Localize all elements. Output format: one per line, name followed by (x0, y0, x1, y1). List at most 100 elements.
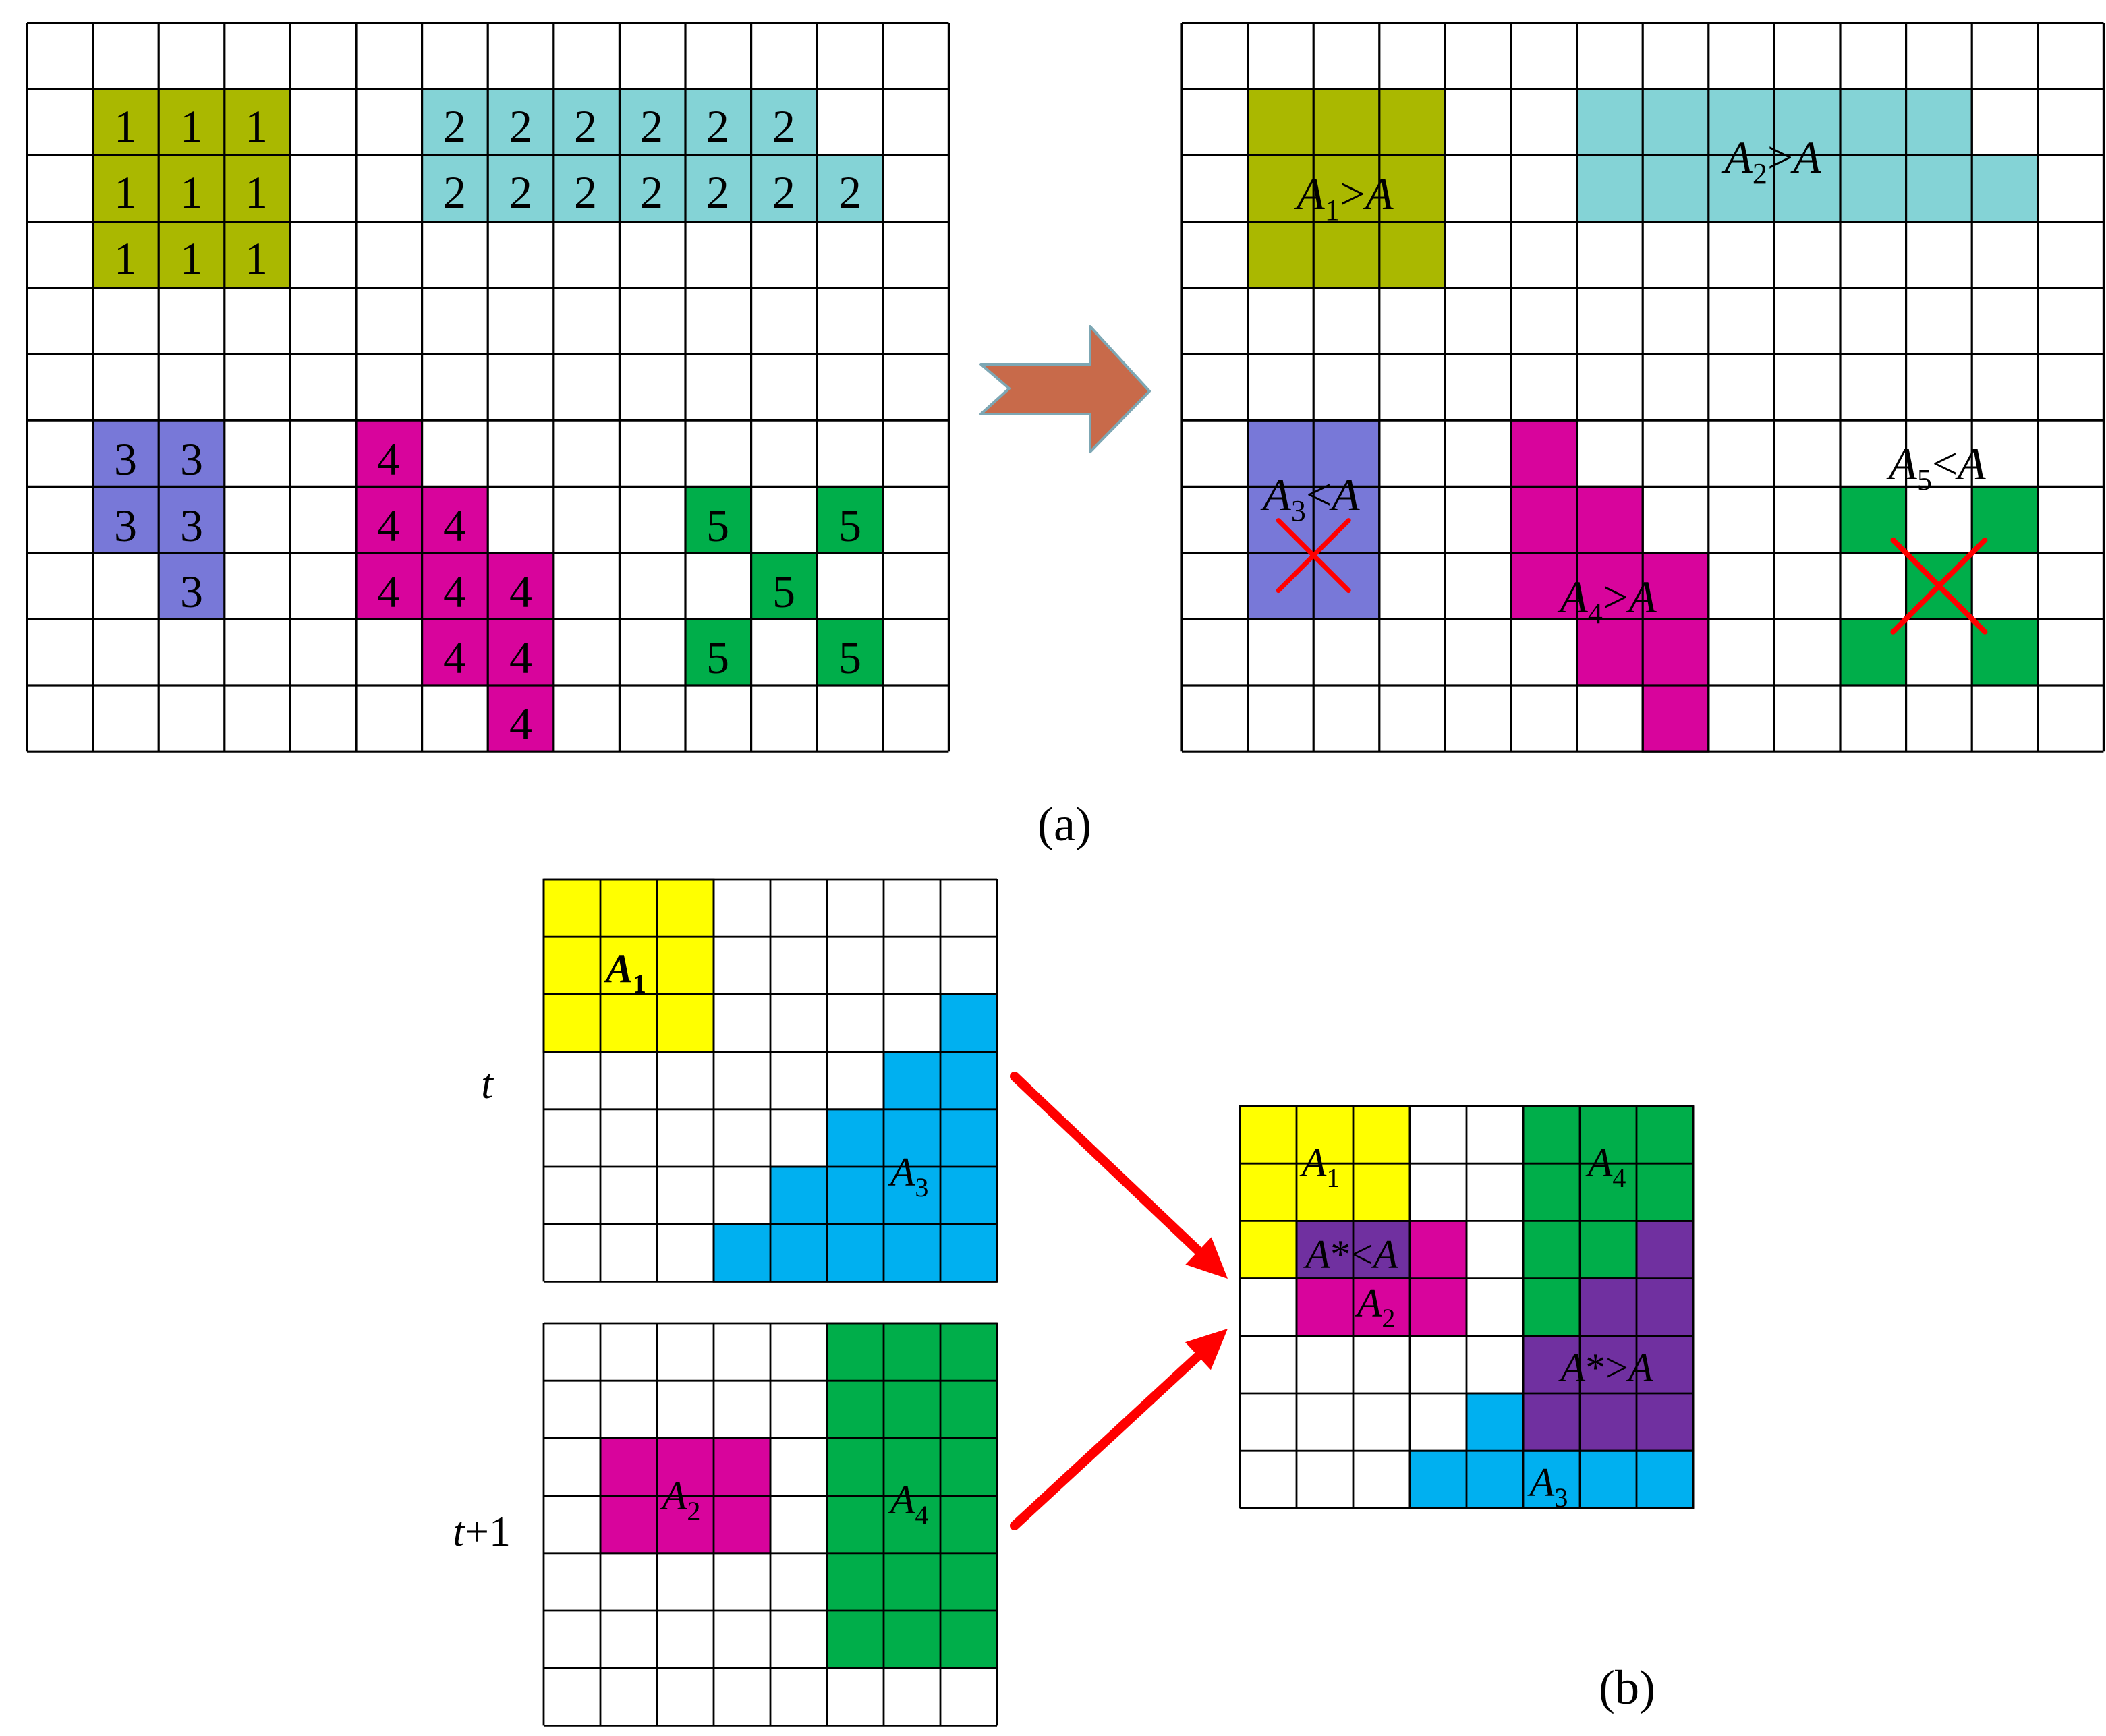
panel-a-left-grid: 1 1 1 2 2 2 2 2 2 1 1 1 2 2 2 2 2 2 2 1 … (26, 22, 950, 753)
result-label-a-star-small: A*<A (1303, 1232, 1398, 1277)
region-4-cell (488, 618, 554, 685)
cell-label: 5 (838, 632, 861, 683)
result-region-a3-outline (1408, 1392, 1695, 1509)
region-label-a2: A2 (660, 1474, 701, 1526)
result-label-a1: A1 (1299, 1140, 1340, 1193)
cell-label: 4 (509, 632, 532, 683)
region-a3-outline (712, 993, 998, 1283)
region-4-cell (422, 486, 488, 553)
region-outlines-t (542, 878, 998, 1283)
cell-label: 4 (509, 698, 532, 749)
region-2-cell (553, 155, 620, 222)
region-label-a1-bold: A1 (603, 946, 646, 999)
region-label-a3: A3<A (1260, 469, 1360, 527)
result-label-a3: A3 (1527, 1460, 1568, 1513)
caption-b: (b) (1599, 1660, 1655, 1714)
region-label-a5: A5<A (1886, 438, 1986, 496)
cell-label: 5 (838, 500, 861, 551)
region-4-cell (422, 552, 488, 619)
region-2-cell (619, 155, 685, 222)
cell-label: 4 (377, 434, 400, 485)
cell-label: 5 (772, 566, 795, 617)
region-outlines (1246, 88, 2039, 753)
panel-b-result-grid (1239, 1105, 1695, 1509)
cell-label: 1 (180, 167, 203, 218)
region-3-cell (92, 420, 159, 487)
regions-t (544, 879, 997, 1282)
cell-label: 1 (245, 167, 268, 218)
region-2-cell (685, 89, 751, 156)
region-a1 (544, 879, 714, 1052)
red-arrow-shaft (1010, 1072, 1203, 1256)
cell-label: 3 (180, 434, 203, 485)
cell-label: 2 (443, 100, 466, 152)
cell-label: 2 (640, 100, 663, 152)
cell-label: 1 (180, 100, 203, 152)
region-2-cell (422, 89, 488, 156)
cell-label: 3 (114, 500, 137, 551)
result-region-outlines (1239, 1105, 1695, 1509)
region-5-cell (685, 618, 751, 685)
cell-label: 4 (443, 566, 466, 617)
cell-label: 4 (443, 500, 466, 551)
region-a1 (1247, 89, 1446, 288)
cell-label: 4 (377, 566, 400, 617)
region-label-a2: A2>A (1721, 132, 1821, 190)
cell-label: 1 (114, 100, 137, 152)
cell-label: 2 (772, 100, 795, 152)
caption-a: (a) (1037, 797, 1091, 851)
region-4-cell (488, 552, 554, 619)
cell-label: 2 (509, 167, 532, 218)
region-a1-outline (542, 878, 715, 1053)
region-label-a3: A3 (888, 1150, 929, 1203)
red-arrow-head-icon (1185, 1237, 1228, 1279)
region-3-cell (159, 486, 225, 553)
region-outlines-t-plus-1 (599, 1322, 998, 1669)
cell-label: 2 (443, 167, 466, 218)
region-1-cell (224, 221, 291, 288)
cell-label: 1 (114, 167, 137, 218)
region-a2-outline (1576, 88, 2039, 223)
region-2-cell (685, 155, 751, 222)
region-4-cell (488, 685, 554, 752)
cell-label: 4 (377, 500, 400, 551)
result-region-a-star-large-outline (1522, 1220, 1695, 1452)
region-1-cell (224, 89, 291, 156)
region-a2-outline (599, 1437, 772, 1555)
panel-b-grid-t (542, 878, 998, 1283)
cell-label: 5 (706, 632, 729, 683)
region-5-cell (817, 486, 883, 553)
red-cross-icon (1276, 518, 1351, 594)
cell-label: 2 (772, 167, 795, 218)
result-label-a2: A2 (1355, 1281, 1396, 1333)
region-1-cell (159, 155, 225, 222)
cell-label: 3 (114, 434, 137, 485)
left-grid-cells (92, 89, 883, 752)
cell-label: 2 (640, 167, 663, 218)
cell-label: 2 (574, 100, 597, 152)
row-label-t-plus-1: t+1 (453, 1507, 511, 1555)
result-label-a-star-large: A*>A (1558, 1346, 1653, 1390)
left-grid-cell-labels: 1 1 1 2 2 2 2 2 2 1 1 1 2 2 2 2 2 2 2 1 … (114, 100, 861, 749)
region-3-cell (159, 552, 225, 619)
region-2-cell (817, 155, 883, 222)
region-a4-outline (826, 1322, 998, 1669)
cell-label: 2 (706, 100, 729, 152)
row-label-t: t (481, 1060, 494, 1107)
region-2-cell (619, 89, 685, 156)
region-1-cell (92, 155, 159, 222)
region-label-a4: A4 (888, 1478, 929, 1530)
region-1-cell (92, 89, 159, 156)
red-arrow-shaft (1010, 1351, 1203, 1530)
cell-label: 1 (245, 100, 268, 152)
region-2-cell (488, 89, 554, 156)
region-a4-outline (1510, 419, 1710, 753)
region-label-a1: A1>A (1294, 168, 1394, 227)
cell-label: 2 (574, 167, 597, 218)
panel-a-right-grid: A1>A A2>A A3<A A4>A A5<A (1180, 22, 2105, 753)
rejected-region-marks (1276, 518, 1988, 635)
region-1-cell (159, 221, 225, 288)
left-grid-lines (26, 22, 950, 753)
cell-label: 2 (706, 167, 729, 218)
